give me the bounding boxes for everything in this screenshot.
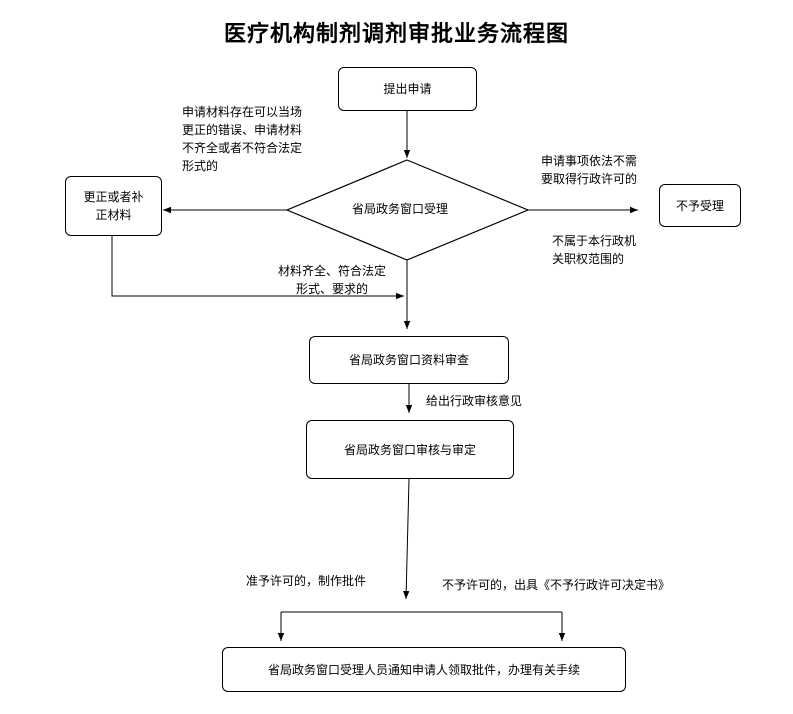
- node-notify-applicant: 省局政务窗口受理人员通知申请人领取批件，办理有关手续: [222, 647, 626, 692]
- arrow-correct-loop: [111, 236, 404, 300]
- note-deny: 不予许可的，出具《不予行政许可决定书》: [442, 578, 671, 592]
- note-no-permit-needed: 申请事项依法不需 要取得行政许可的: [541, 154, 638, 186]
- node-reject: 不予受理: [659, 184, 741, 227]
- node-correct-materials: 更正或者补 正材料: [65, 176, 162, 236]
- note-permit: 准予许可的，制作批件: [246, 574, 367, 588]
- note-review-opinion: 给出行政审核意见: [426, 394, 523, 408]
- note-correct-condition: 申请材料存在可以当场 更正的错误、申请材料 不齐全或者不符合法定 形式的: [182, 105, 303, 173]
- node-material-review: 省局政务窗口资料审查: [309, 336, 509, 384]
- page-title: 医疗机构制剂调剂审批业务流程图: [223, 21, 569, 47]
- note-complete-condition: 材料齐全、符合法定 形式、要求的: [277, 264, 386, 296]
- node-approve-review: 省局政务窗口审核与审定: [306, 420, 514, 479]
- arrow-approve-down: [403, 478, 410, 600]
- node-window-accept: 省局政务窗口受理: [351, 202, 448, 216]
- node-submit: 提出申请: [338, 67, 477, 111]
- note-not-in-scope: 不属于本行政机 关职权范围的: [552, 234, 637, 266]
